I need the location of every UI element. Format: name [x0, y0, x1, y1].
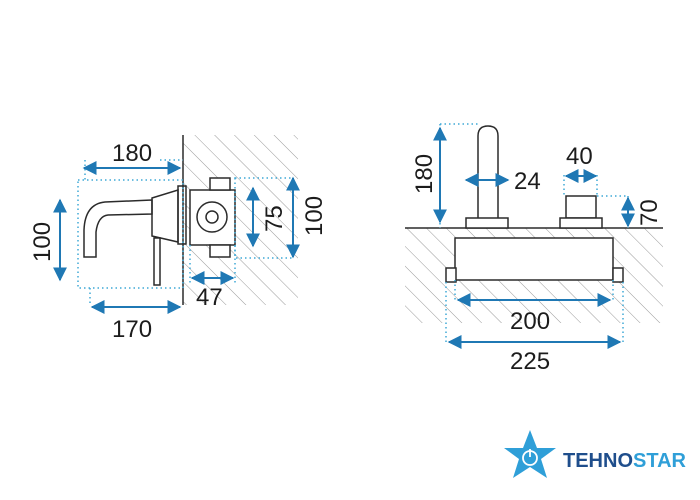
- dim-label-total-depth: 170: [112, 316, 152, 343]
- logo-text-secondary: STAR: [633, 450, 687, 472]
- dim-label-height: 100: [29, 222, 56, 262]
- dim-label-plate-inner: 200: [510, 308, 550, 335]
- logo-text: TEHNOSTAR: [563, 450, 687, 472]
- side-rosette: [177, 185, 187, 245]
- side-box-flange-bottom: [209, 244, 231, 258]
- dim-label-box-outer: 100: [301, 196, 328, 236]
- dim-label-box-depth: 47: [196, 284, 223, 311]
- dim-label-spout-length: 180: [112, 140, 152, 167]
- front-plate-lug-left: [445, 267, 457, 283]
- dim-label-spout-height: 180: [411, 154, 438, 194]
- front-handle-body: [565, 195, 597, 219]
- side-view: 180 170 100 47 75 100: [29, 135, 328, 343]
- front-plate-lug-right: [612, 267, 624, 283]
- front-handle-base: [559, 217, 603, 229]
- side-box-cartridge-outer: [196, 201, 228, 233]
- side-spout: [83, 199, 153, 258]
- side-escutcheon: [151, 188, 179, 243]
- dim-label-box-inner: 75: [261, 205, 288, 232]
- dim-label-handle-diameter: 40: [566, 143, 593, 170]
- dim-label-handle-height: 70: [636, 199, 663, 226]
- dim-label-plate-outer: 225: [510, 348, 550, 375]
- front-spout-base: [465, 217, 509, 229]
- tehnostar-logo: TEHNOSTAR: [504, 430, 687, 478]
- side-handle-lever: [153, 237, 161, 286]
- dim-label-spout-diameter: 24: [514, 168, 541, 195]
- star-power-icon: [504, 430, 556, 478]
- side-box-cartridge-inner: [205, 210, 219, 224]
- front-concealed-plate: [454, 237, 614, 281]
- front-view: 180 24 40 70 200 225: [405, 123, 663, 375]
- logo-text-primary: TEHNO: [563, 450, 633, 472]
- front-spout: [477, 125, 499, 218]
- side-box-flange-top: [209, 177, 231, 191]
